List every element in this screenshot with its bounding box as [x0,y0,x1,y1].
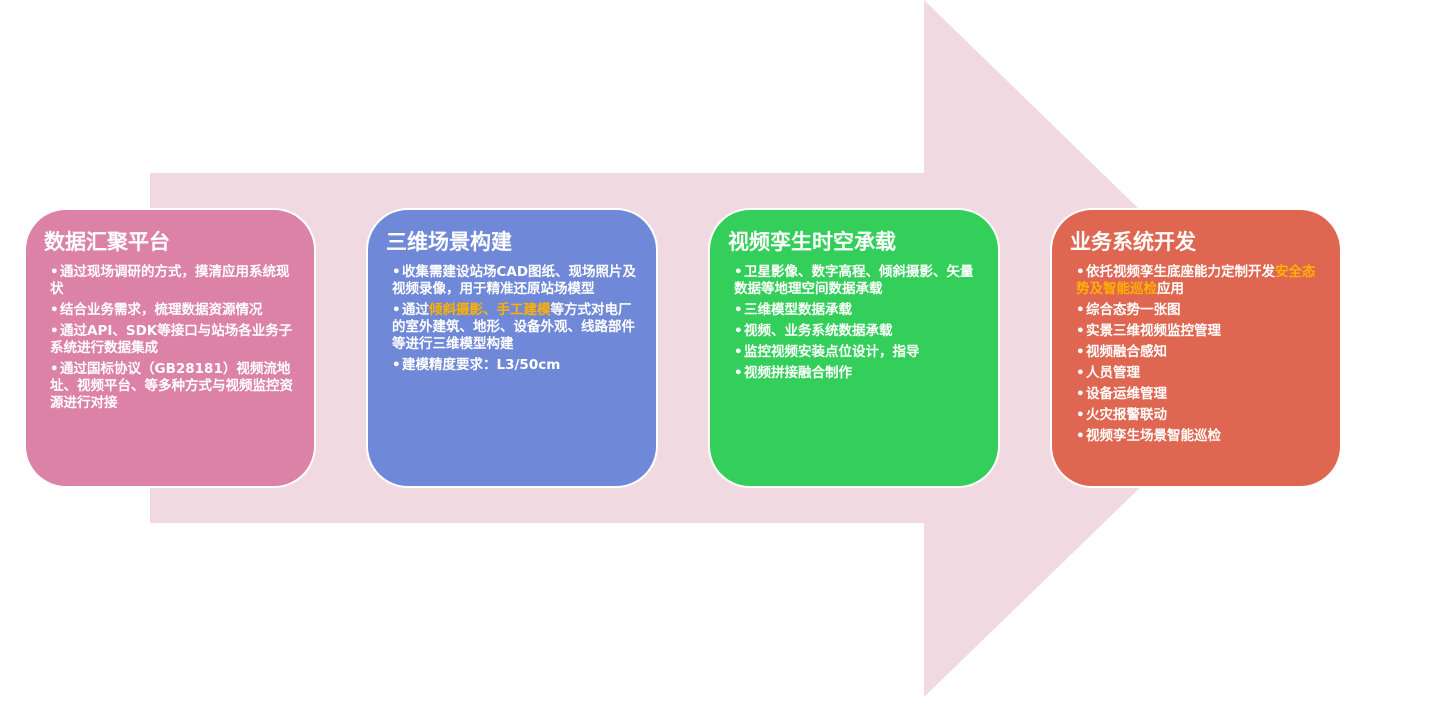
list-item: •综合态势一张图 [1076,302,1322,319]
stage-card-title: 数据汇聚平台 [44,230,170,254]
list-item: •实景三维视频监控管理 [1076,323,1322,340]
list-item-text: 人员管理 [1086,365,1140,381]
bullet-icon: • [1076,344,1085,360]
list-item: •依托视频孪生底座能力定制开发安全态势及智能巡检应用 [1076,264,1322,298]
stage-card-business-dev: 业务系统开发•依托视频孪生底座能力定制开发安全态势及智能巡检应用•综合态势一张图… [1050,208,1342,488]
list-item-text: 建模精度要求：L3/50cm [402,357,561,373]
list-item-text: 通过现场调研的方式，摸清应用系统现状 [50,264,290,297]
list-item: •卫星影像、数字高程、倾斜摄影、矢量数据等地理空间数据承载 [734,264,980,298]
bullet-icon: • [50,264,59,280]
list-item: •视频拼接融合制作 [734,365,980,382]
bullet-icon: • [1076,386,1085,402]
list-item: •人员管理 [1076,365,1322,382]
list-item-text: 视频融合感知 [1086,344,1167,360]
bullet-icon: • [1076,407,1085,423]
list-item-text: 火灾报警联动 [1086,407,1167,423]
stage-card-data-aggregation: 数据汇聚平台•通过现场调研的方式，摸清应用系统现状•结合业务需求，梳理数据资源情… [24,208,316,488]
list-item-text: 综合态势一张图 [1086,302,1181,318]
list-item-text: 收集需建设站场CAD图纸、现场照片及视频录像，用于精准还原站场模型 [392,264,637,297]
list-item-text: 视频、业务系统数据承载 [744,323,893,339]
bullet-icon: • [734,323,743,339]
list-item-text: 监控视频安装点位设计，指导 [744,344,920,360]
list-item: •收集需建设站场CAD图纸、现场照片及视频录像，用于精准还原站场模型 [392,264,638,298]
list-item: •通过倾斜摄影、手工建模等方式对电厂的室外建筑、地形、设备外观、线路部件等进行三… [392,302,638,353]
bullet-icon: • [1076,264,1085,280]
list-item: •设备运维管理 [1076,386,1322,403]
stage-card-title: 业务系统开发 [1070,230,1196,254]
list-item: •通过现场调研的方式，摸清应用系统现状 [50,264,296,298]
list-item-text: 设备运维管理 [1086,386,1167,402]
bullet-icon: • [392,302,401,318]
stage-card-bullet-list: •卫星影像、数字高程、倾斜摄影、矢量数据等地理空间数据承载•三维模型数据承载•视… [728,264,980,382]
list-item: •通过API、SDK等接口与站场各业务子系统进行数据集成 [50,323,296,357]
list-item-text: 实景三维视频监控管理 [1086,323,1221,339]
list-item-text: 依托视频孪生底座能力定制开发 [1086,264,1275,280]
bullet-icon: • [50,323,59,339]
list-item: •三维模型数据承载 [734,302,980,319]
bullet-icon: • [1076,365,1085,381]
bullet-icon: • [1076,323,1085,339]
list-item-text: 通过 [402,302,429,318]
list-item-text: 通过国标协议（GB28181）视频流地址、视频平台、等多种方式与视频监控资源进行… [50,361,293,411]
list-item: •视频、业务系统数据承载 [734,323,980,340]
bullet-icon: • [734,365,743,381]
bullet-icon: • [50,302,59,318]
bullet-icon: • [1076,302,1085,318]
bullet-icon: • [392,357,401,373]
stage-card-3d-scene: 三维场景构建•收集需建设站场CAD图纸、现场照片及视频录像，用于精准还原站场模型… [366,208,658,488]
stage-card-bullet-list: •通过现场调研的方式，摸清应用系统现状•结合业务需求，梳理数据资源情况•通过AP… [44,264,296,412]
bullet-icon: • [1076,428,1085,444]
bullet-icon: • [734,264,743,280]
list-item: •视频融合感知 [1076,344,1322,361]
list-item-text: 卫星影像、数字高程、倾斜摄影、矢量数据等地理空间数据承载 [734,264,974,297]
list-item-text: 视频孪生场景智能巡检 [1086,428,1221,444]
list-item: •监控视频安装点位设计，指导 [734,344,980,361]
list-item-text: 应用 [1157,281,1184,297]
stage-card-bullet-list: •依托视频孪生底座能力定制开发安全态势及智能巡检应用•综合态势一张图•实景三维视… [1070,264,1322,445]
list-item: •结合业务需求，梳理数据资源情况 [50,302,296,319]
bullet-icon: • [734,344,743,360]
list-item: •火灾报警联动 [1076,407,1322,424]
stage-card-title: 三维场景构建 [386,230,512,254]
list-item-text: 通过API、SDK等接口与站场各业务子系统进行数据集成 [50,323,293,356]
stage-card-video-twin: 视频孪生时空承载•卫星影像、数字高程、倾斜摄影、矢量数据等地理空间数据承载•三维… [708,208,1000,488]
stage-card-bullet-list: •收集需建设站场CAD图纸、现场照片及视频录像，用于精准还原站场模型•通过倾斜摄… [386,264,638,374]
list-item-text: 视频拼接融合制作 [744,365,852,381]
list-item: •建模精度要求：L3/50cm [392,357,638,374]
list-item-text: 三维模型数据承载 [744,302,852,318]
list-item: •通过国标协议（GB28181）视频流地址、视频平台、等多种方式与视频监控资源进… [50,361,296,412]
list-item: •视频孪生场景智能巡检 [1076,428,1322,445]
bullet-icon: • [734,302,743,318]
list-item-text: 结合业务需求，梳理数据资源情况 [60,302,263,318]
stage-card-title: 视频孪生时空承载 [728,230,896,254]
highlighted-text: 安全态势及智能巡检 [1076,264,1316,297]
highlighted-text: 倾斜摄影、手工建模 [429,302,551,318]
bullet-icon: • [50,361,59,377]
bullet-icon: • [392,264,401,280]
list-item-text: 等方式对电厂的室外建筑、地形、设备外观、线路部件等进行三维模型构建 [392,302,635,352]
